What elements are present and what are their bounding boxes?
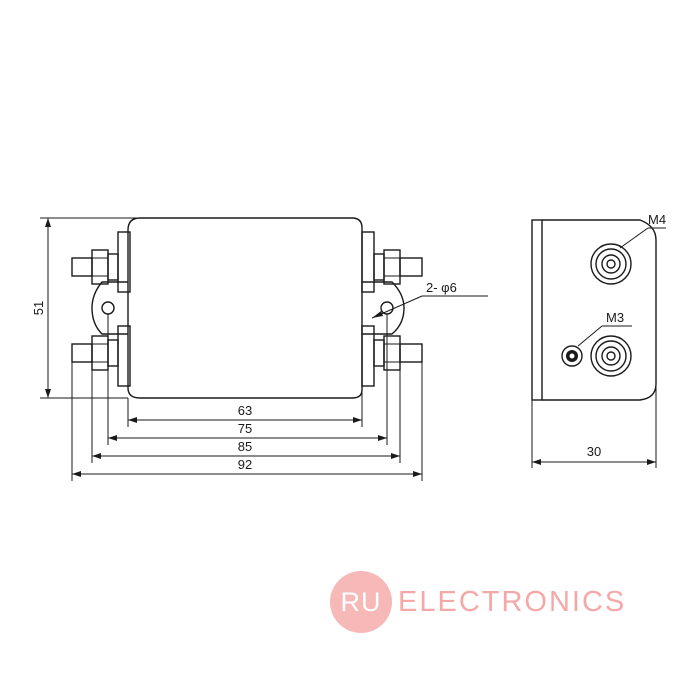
width-dim-85: 85: [238, 439, 252, 454]
hole-callout: 2- φ6: [371, 280, 488, 319]
watermark: RU ELECTRONICS: [330, 571, 626, 633]
mounting-hole-right: [380, 301, 394, 315]
width-dim-92: 92: [238, 457, 252, 472]
terminal-lower: [590, 335, 632, 377]
hole-callout-label: 2- φ6: [426, 280, 457, 295]
stud-left-top: [71, 249, 119, 285]
height-dimension: 51: [31, 217, 140, 399]
stud-right-top: [373, 249, 423, 285]
filter-body: [127, 217, 363, 399]
width-dimensions: 63 75 85 92: [71, 314, 423, 481]
m3-leader: [577, 325, 603, 347]
watermark-badge: RU: [330, 571, 392, 633]
side-body: [542, 219, 657, 401]
stud-right-bottom: [373, 335, 423, 371]
ground-stud-m3: [561, 345, 583, 367]
m3-label: M3: [606, 310, 624, 325]
watermark-text: ELECTRONICS: [398, 585, 627, 618]
terminal-m4: [590, 243, 632, 285]
m4-leader: [619, 227, 649, 249]
m4-label: M4: [648, 212, 666, 227]
side-flange: [531, 219, 543, 401]
mounting-flange: [91, 281, 128, 335]
height-dim-label: 51: [31, 301, 46, 315]
width-dim-63: 63: [238, 403, 252, 418]
front-view: 51 2- φ6 63: [31, 217, 488, 481]
terminal-block-right-top: [361, 231, 375, 293]
depth-dimension: 30: [531, 384, 657, 468]
mounting-flange-right: [362, 281, 405, 335]
width-dim-75: 75: [238, 421, 252, 436]
mounting-hole-left: [101, 301, 115, 315]
side-view: M4 M3 30: [531, 212, 666, 468]
stud-left-bottom: [71, 335, 119, 371]
depth-dim-label: 30: [587, 444, 601, 459]
terminal-block-right-bottom: [361, 325, 375, 387]
